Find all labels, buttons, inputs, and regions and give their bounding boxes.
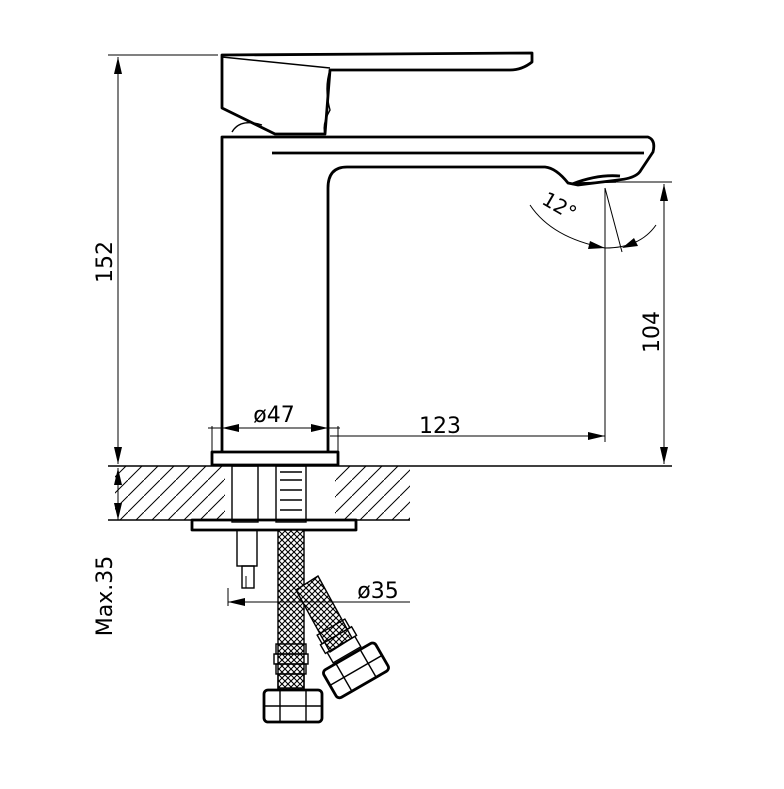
angle-label: 12° [538, 187, 581, 226]
dimension-total-height: 152 [93, 54, 218, 464]
total-height-label: 152 [93, 241, 118, 283]
base-diameter-label: ø47 [253, 403, 294, 428]
dimension-spout-height: 104 [610, 181, 672, 464]
hole-diameter-label: ø35 [357, 579, 398, 604]
dimension-hole-diameter: ø35 [227, 579, 410, 606]
dimension-base-diameter: ø47 [208, 403, 340, 456]
dimension-max-deck: Max.35 [93, 468, 122, 636]
spout-height-label: 104 [640, 311, 665, 353]
spout-reach-label: 123 [419, 414, 461, 439]
dimension-angle: 12° [529, 187, 657, 253]
mounting-hardware [190, 465, 358, 589]
max-deck-label: Max.35 [93, 556, 118, 636]
flexible-hoses [262, 529, 390, 724]
countertop-section [108, 465, 672, 521]
dimension-spout-reach: 123 [330, 188, 606, 442]
faucet-body [210, 51, 656, 467]
